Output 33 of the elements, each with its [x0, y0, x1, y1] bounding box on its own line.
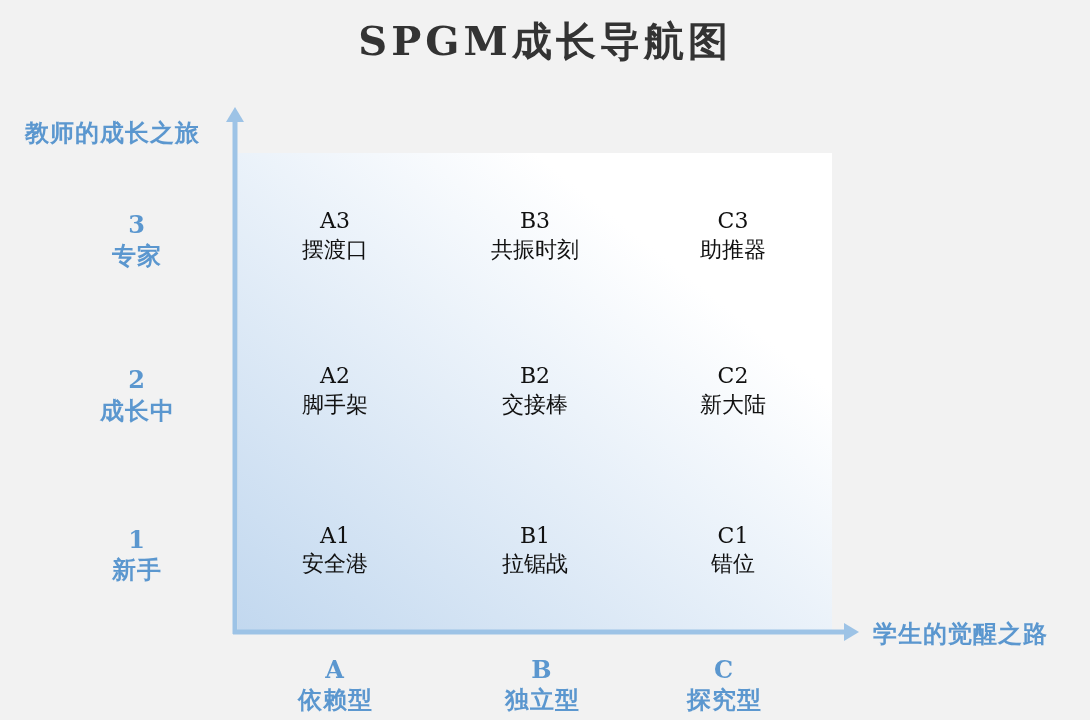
level-name: 新手 — [112, 556, 162, 584]
type-letter: A — [325, 656, 345, 684]
cell-code: C1 — [717, 523, 749, 549]
cell-label: 共振时刻 — [491, 237, 579, 263]
axis-title: 教师的成长之旅 — [25, 119, 200, 147]
cell-label: 交接棒 — [502, 392, 568, 418]
level-number: 3 — [128, 211, 146, 239]
cell-code: C3 — [717, 208, 749, 234]
level-number: 2 — [128, 366, 146, 394]
cell-label: 安全港 — [302, 551, 368, 577]
level-number: 1 — [128, 526, 146, 554]
type-letter: C — [713, 656, 735, 684]
type-letter: B — [531, 656, 553, 684]
cell-code: B2 — [519, 363, 551, 389]
cell-label: 脚手架 — [302, 392, 368, 418]
chart-title: SPGM成长导航图 — [358, 17, 732, 64]
cell-label: 错位 — [711, 551, 755, 577]
cell-code: B1 — [519, 523, 551, 549]
cell-code: C2 — [717, 363, 749, 389]
cell-label: 新大陆 — [700, 392, 766, 418]
cell-code: A2 — [320, 363, 350, 389]
cell-code: A1 — [320, 523, 350, 549]
type-name: 探究型 — [686, 686, 762, 714]
type-name: 独立型 — [504, 686, 580, 714]
axis-title: 学生的觉醒之路 — [873, 620, 1048, 648]
cell-code: B3 — [519, 208, 551, 234]
cell-label: 拉锯战 — [502, 551, 568, 577]
cell-code: A3 — [320, 208, 350, 234]
level-name: 专家 — [112, 242, 162, 270]
cell-label: 助推器 — [700, 237, 766, 263]
type-name: 依赖型 — [297, 686, 373, 714]
level-name: 成长中 — [99, 397, 175, 425]
cell-label: 摆渡口 — [302, 237, 368, 263]
